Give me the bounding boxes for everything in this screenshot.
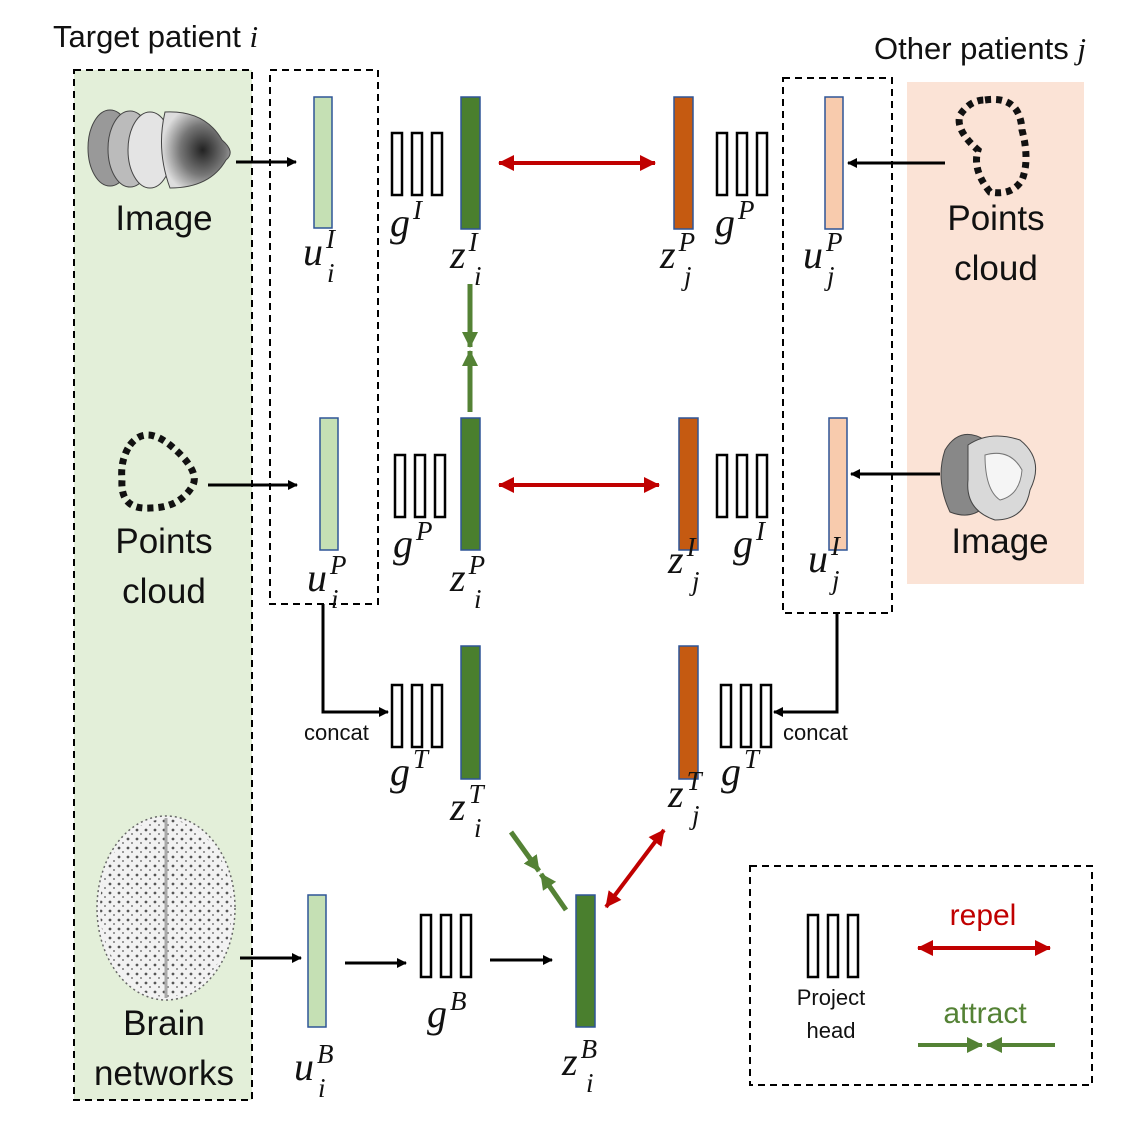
target-points-label-line1: Points: [115, 522, 212, 561]
latent-z-j-P: [673, 96, 694, 230]
embedding-u-j-P: [824, 96, 844, 230]
other-embedding-group: [782, 77, 893, 614]
latent-z-i-T: [460, 645, 481, 780]
latent-z-i-I: [460, 96, 481, 230]
projection-head-g-B: [419, 913, 473, 979]
embedding-u-i-I: [313, 96, 333, 229]
concat-left-arrow: [321, 604, 389, 717]
mri-slices-icon: [940, 433, 1037, 521]
embedding-u-i-B: [307, 894, 327, 1028]
legend-project-head-label-line2: head: [807, 1018, 856, 1043]
legend-project-head-label-line1: Project: [797, 985, 865, 1010]
dotted-contour-icon: [955, 95, 1030, 197]
target-panel-title: Target patient i: [53, 19, 258, 54]
legend-attract-label: attract: [943, 997, 1027, 1030]
legend-project-head-icon: [806, 913, 860, 979]
latent-z-j-I: [678, 417, 699, 551]
projection-head-g-T-left: [390, 683, 444, 749]
embedding-u-i-P: [319, 417, 339, 551]
concat-right-arrow: [773, 614, 839, 717]
legend-repel-label: repel: [950, 899, 1017, 932]
target-points-label-line2: cloud: [122, 572, 206, 611]
other-image-label: Image: [951, 522, 1048, 561]
latent-z-i-P: [460, 417, 481, 551]
target-brain-label-line2: networks: [94, 1054, 234, 1093]
projection-head-g-P-right: [715, 131, 769, 197]
projection-head-g-I-left: [390, 131, 444, 197]
projection-head-g-T-right: [719, 683, 773, 749]
target-brain-label-line1: Brain: [123, 1004, 205, 1043]
other-panel-title: Other patients j: [874, 31, 1086, 66]
other-points-label-line2: cloud: [954, 249, 1038, 288]
latent-z-i-B: [575, 894, 596, 1028]
other-points-label-line1: Points: [947, 199, 1044, 238]
attract-arrow-template-brain: [508, 830, 569, 912]
projection-head-g-P-left: [393, 453, 447, 519]
concat-right-label: concat: [783, 720, 848, 745]
embedding-u-j-I: [828, 417, 848, 551]
target-image-label: Image: [115, 199, 212, 238]
latent-z-j-T: [678, 645, 699, 780]
concat-left-label: concat: [304, 720, 369, 745]
mri-slices-icon: [87, 109, 231, 189]
legend: Project head repel attract: [749, 865, 1093, 1086]
repel-arrow-brain-template: [604, 828, 666, 909]
brain-network-icon: [96, 815, 236, 1001]
projection-head-g-I-right: [715, 453, 769, 519]
